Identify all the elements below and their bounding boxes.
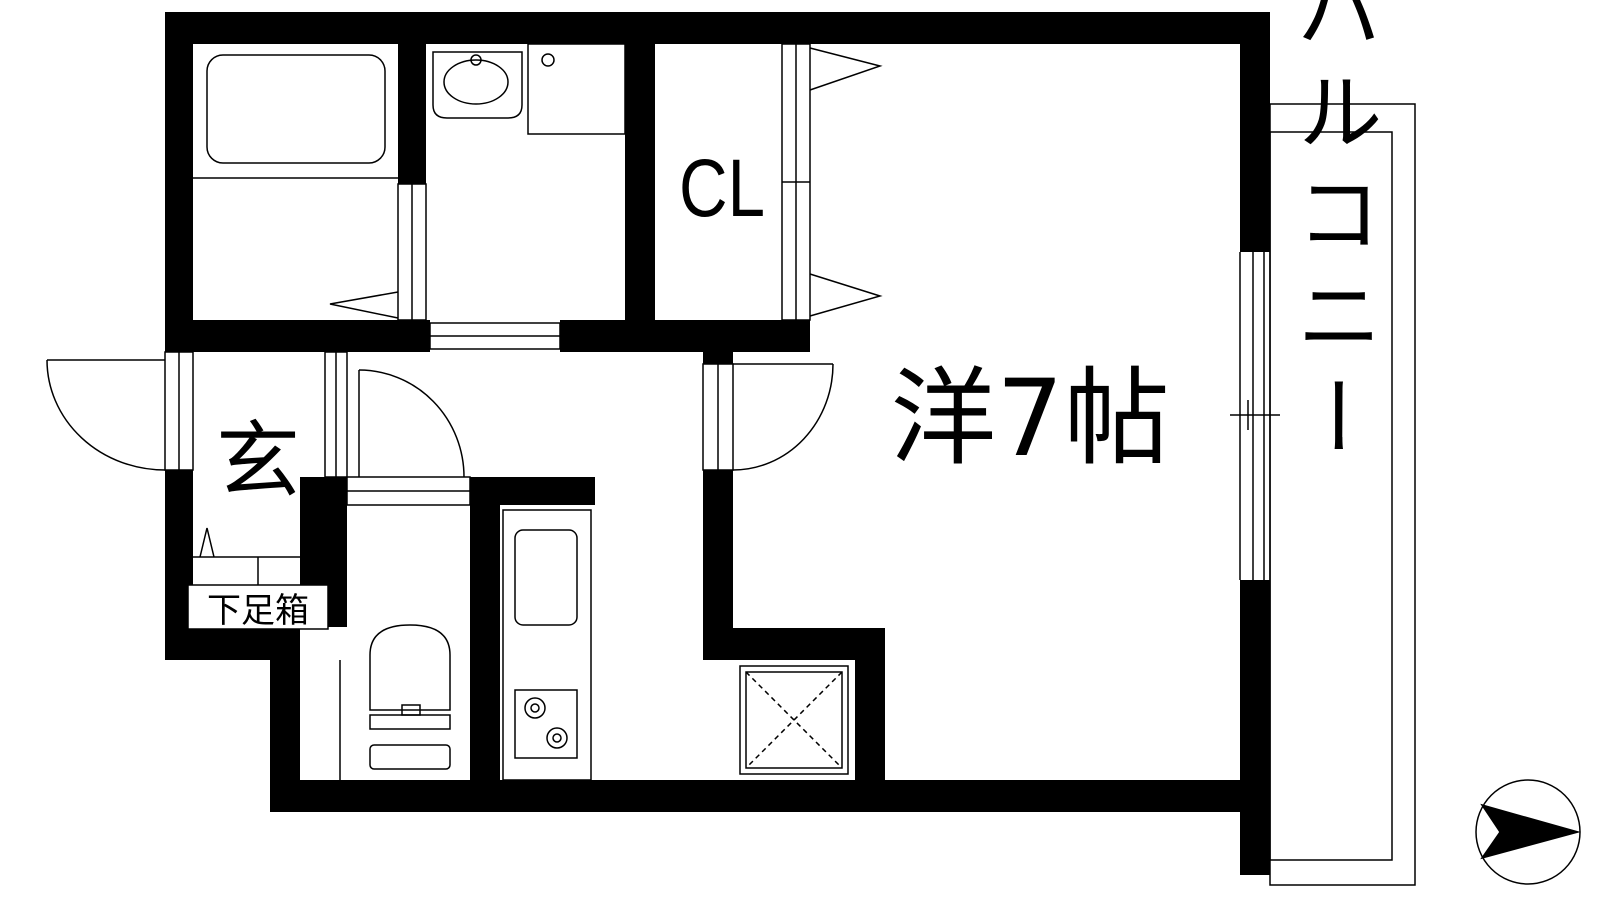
balcony-window [1230, 252, 1280, 580]
balcony [1269, 103, 1416, 886]
bathtub-icon [193, 54, 398, 179]
closet-label: CL [679, 142, 765, 234]
washer-space [527, 43, 626, 135]
toilet-door [346, 369, 471, 506]
kitchen-counter [502, 509, 592, 781]
walls [165, 12, 1270, 875]
entry-hall-door [324, 351, 348, 478]
sink-icon [514, 529, 578, 626]
closet-doors [781, 43, 883, 321]
western-room-label: 洋7帖 [890, 357, 1169, 480]
toilet-icon [339, 624, 451, 780]
compass-icon [1475, 779, 1581, 885]
washbasin-icon [432, 51, 523, 119]
stove-icon [514, 689, 578, 759]
front-door [46, 351, 194, 471]
shoe-cabinet-label: 下足箱 [207, 591, 309, 631]
entrance-label: 玄 [216, 412, 300, 510]
washer-pan-icon [739, 665, 849, 775]
washroom-door [429, 322, 561, 350]
shoe-cabinet [187, 527, 329, 630]
room-door [702, 363, 834, 471]
bathroom-door [329, 183, 427, 321]
balcony-label: バルコニー [1281, 0, 1381, 475]
